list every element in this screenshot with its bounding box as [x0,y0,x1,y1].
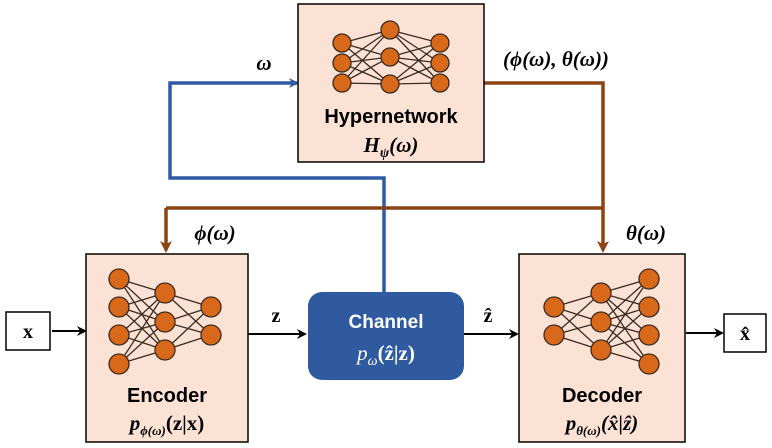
zhat-label: ẑ [484,305,493,327]
channel-module: Channel pω(ẑ|z) [308,292,464,380]
input-box [5,311,51,351]
nn-edge [389,29,441,84]
phi-theta-label: (ϕ(ω), θ(ω)) [503,47,609,71]
nn-edge [389,29,441,64]
nn-node [590,282,612,304]
nn-node [108,353,130,375]
nn-node [590,339,612,361]
nn-node [380,20,400,40]
channel-title: Channel [349,312,424,333]
nn-node [638,324,660,346]
phi-label: ϕ(ω) [194,221,235,245]
nn-node [332,53,352,73]
hypernetwork-formula: Hψ(ω) [363,133,419,161]
nn-node [638,268,660,290]
nn-node [590,311,612,333]
nn-node [543,324,565,346]
channel-formula: pω(ẑ|z) [355,341,415,369]
decoder-formula: pθ(ω)(x̂|ẑ) [564,411,639,438]
params-output-line [484,81,605,208]
nn-edge [600,278,650,351]
nn-node [108,296,130,318]
nn-node [543,296,565,318]
nn-node [332,33,352,53]
encoder-module: Encoder pϕ(ω)(z|x) [85,253,249,443]
nn-edge [341,29,391,84]
nn-node [108,268,130,290]
omega-label: ω [256,51,271,75]
decoder-title: Decoder [562,385,642,407]
decoder-nn-icon [543,268,660,375]
nn-node [154,282,176,304]
nn-node [332,73,352,93]
channel-box [308,292,464,380]
encoder-title: Encoder [127,385,207,407]
output-box [723,313,767,353]
nn-node [430,73,450,93]
hypernetwork-nn-icon [332,20,450,94]
nn-node [638,353,660,375]
nn-edge [389,42,441,85]
nn-edge [341,42,391,85]
nn-edge [118,292,166,365]
nn-node [200,324,222,346]
encoder-formula: pϕ(ω)(z|x) [128,411,205,438]
nn-node [638,296,660,318]
nn-node [200,296,222,318]
nn-node [430,53,450,73]
input-label: x [23,321,33,343]
encoder-nn-icon [108,268,222,375]
nn-node [154,339,176,361]
nn-edge [341,29,391,64]
hypernetwork-module: Hypernetwork Hψ(ω) [297,3,485,163]
nn-node [154,311,176,333]
decoder-module: Decoder pθ(ω)(x̂|ẑ) [518,253,686,443]
nn-edge [600,306,650,351]
hypernetwork-title: Hypernetwork [324,106,458,128]
nn-node [380,74,400,94]
nn-edge [600,278,650,323]
theta-label: θ(ω) [626,221,666,245]
nn-node [430,33,450,53]
omega-feedback-arrow [168,78,386,292]
z-label: z [272,305,281,327]
nn-node [380,47,400,67]
nn-node [108,324,130,346]
output-label: x̂ [740,323,750,345]
